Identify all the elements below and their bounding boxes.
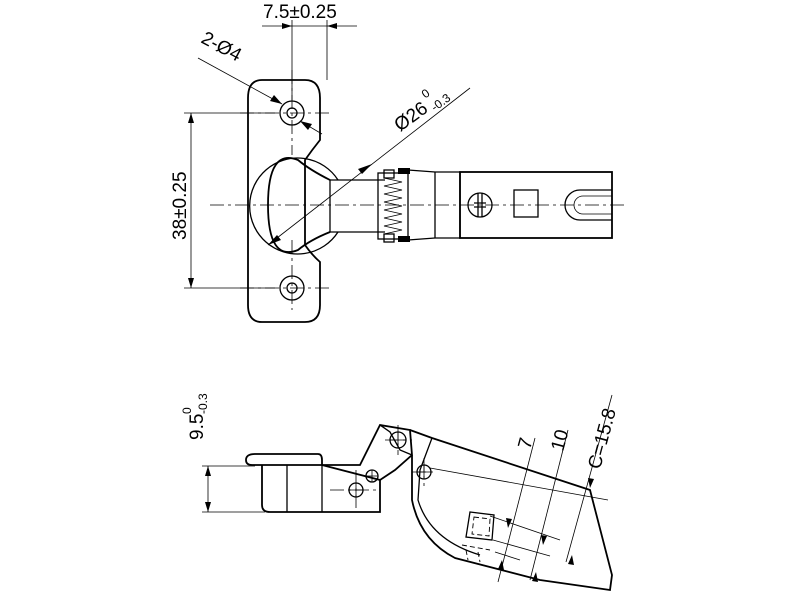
side-view: 9.5 0 -0.3 7 10 C=15.8 [180, 393, 621, 592]
dim-hole-leader-arrow-2 [300, 121, 312, 130]
base-block-lines [286, 465, 323, 512]
spring-mechanism [377, 168, 410, 243]
dim-7-5-label: 7.5±0.25 [263, 2, 337, 23]
dim-hole-label: 2-Ø4 [198, 28, 246, 67]
dim-offset-extensions [429, 467, 609, 561]
dim-cup-group: Ø26 0 -0.3 [391, 86, 454, 136]
dim-hole-leader [197, 57, 283, 105]
dim-7-5-extension [291, 20, 328, 100]
dim-9-5-extension [202, 465, 265, 513]
arm-adjuster-inner [471, 516, 491, 537]
arm-adjuster-stem [461, 544, 491, 563]
dim-38-extension [184, 112, 275, 289]
dim-offset-arrows [498, 478, 594, 582]
hinge-link-inner [379, 424, 413, 456]
dim-9-5-group: 9.5 0 -0.3 [180, 393, 210, 440]
pivot-pin-low-cross [366, 470, 378, 482]
dim-cup-tol-lower: -0.3 [428, 90, 453, 114]
dim-cup-tol-upper: 0 [419, 86, 433, 101]
side-center-line-2 [385, 425, 436, 486]
cup-outline [249, 157, 339, 255]
base-block [261, 464, 381, 513]
outer-arm-inner [417, 437, 481, 556]
dim-c-label: C=15.8 [585, 406, 621, 471]
outer-arm [409, 429, 613, 592]
dim-10-line [529, 429, 569, 581]
dim-7-line [497, 437, 536, 583]
side-center-line [330, 470, 380, 508]
dim-cup-arrows [268, 164, 372, 245]
arm-adjuster [465, 511, 495, 541]
dim-38-label: 38±0.25 [170, 171, 191, 240]
mounting-plate [247, 79, 321, 323]
screw-cross-slot [474, 193, 486, 217]
dim-10-label: 10 [548, 427, 574, 453]
dim-9-5-label: 9.5 [187, 414, 208, 440]
base-plate [245, 453, 323, 466]
dim-cup-label: Ø26 [391, 98, 432, 136]
dim-7-label: 7 [515, 436, 538, 452]
dim-9-5-tol-upper: 0 [180, 407, 194, 414]
dim-hole-leader-arrow [270, 95, 282, 104]
spring-stop-bottom [383, 233, 395, 243]
dim-9-5-arrows [205, 466, 211, 512]
center-line-top-hole [240, 70, 330, 155]
top-view: 7.5±0.25 2-Ø4 Ø26 0 -0.3 38±0.25 [170, 2, 628, 323]
arm-neck [329, 179, 385, 233]
spring-cap-bottom [398, 236, 410, 242]
spring-housing [377, 172, 409, 240]
spring-coil [383, 177, 403, 235]
square-cam-hole [513, 189, 539, 218]
center-line-bottom-hole [240, 240, 330, 310]
dim-9-5-tol-lower: -0.3 [196, 393, 210, 414]
spring-cap-top [398, 168, 410, 174]
spring-stop-top [383, 169, 395, 179]
